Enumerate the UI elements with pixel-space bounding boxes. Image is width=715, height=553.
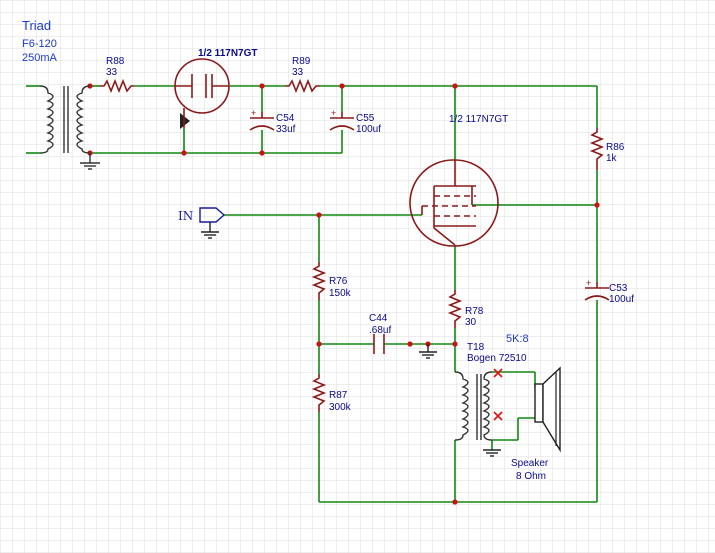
r88-ref: R88 (106, 56, 125, 67)
resistor-r88 (100, 78, 134, 94)
r87-ref: R87 (329, 390, 348, 401)
c55-value: 100uf (356, 124, 381, 135)
c55-ref: C55 (356, 113, 375, 124)
rect-tube-label: 1/2 117N7GT (198, 48, 257, 59)
r76-value: 150k (329, 288, 352, 299)
pentode-label: 1/2 117N7GT (449, 114, 508, 125)
input-connector (199, 207, 226, 239)
transformer-current: 250mA (22, 52, 58, 64)
wires (26, 85, 598, 503)
c44-ref: C44 (369, 313, 388, 324)
speaker-impedance: 8 Ohm (516, 471, 546, 482)
resistor-r87 (311, 374, 327, 412)
t18-ratio: 5K:8 (506, 333, 529, 345)
r89-ref: R89 (292, 56, 311, 67)
resistor-r86 (589, 128, 605, 170)
r76-ref: R76 (329, 276, 348, 287)
capacitor-c54: + (249, 108, 275, 131)
c44-value: .68uf (369, 325, 391, 336)
t18-ref: T18 (467, 342, 485, 353)
transformer-model: F6-120 (22, 38, 57, 50)
capacitor-c55: + (329, 108, 355, 131)
c54-ref: C54 (276, 113, 295, 124)
t18-value: Bogen 72510 (467, 353, 527, 364)
speaker-icon (534, 366, 561, 453)
r88-value: 33 (106, 67, 118, 78)
r87-value: 300k (329, 402, 352, 413)
resistor-r76 (311, 262, 327, 300)
output-transformer-t18 (454, 368, 503, 457)
capacitor-c53: + (584, 278, 610, 301)
input-transformer (39, 85, 100, 170)
r86-ref: R86 (606, 142, 625, 153)
capacitor-c44 (373, 334, 437, 359)
resistor-r89 (285, 78, 320, 94)
rectifier-tube (174, 58, 230, 129)
input-label: IN (178, 209, 193, 223)
transformer-brand: Triad (22, 18, 51, 33)
c53-value: 100uf (609, 294, 634, 305)
r86-value: 1k (606, 153, 618, 164)
svg-text:+: + (331, 108, 336, 118)
r78-ref: R78 (465, 306, 484, 317)
pentode-tube (409, 159, 499, 247)
svg-text:+: + (586, 278, 591, 288)
speaker-label: Speaker (511, 458, 549, 469)
resistor-r78 (447, 290, 463, 328)
r78-value: 30 (465, 317, 477, 328)
r89-value: 33 (292, 67, 304, 78)
svg-text:+: + (251, 108, 256, 118)
c54-value: 33uf (276, 124, 296, 135)
c53-ref: C53 (609, 283, 628, 294)
